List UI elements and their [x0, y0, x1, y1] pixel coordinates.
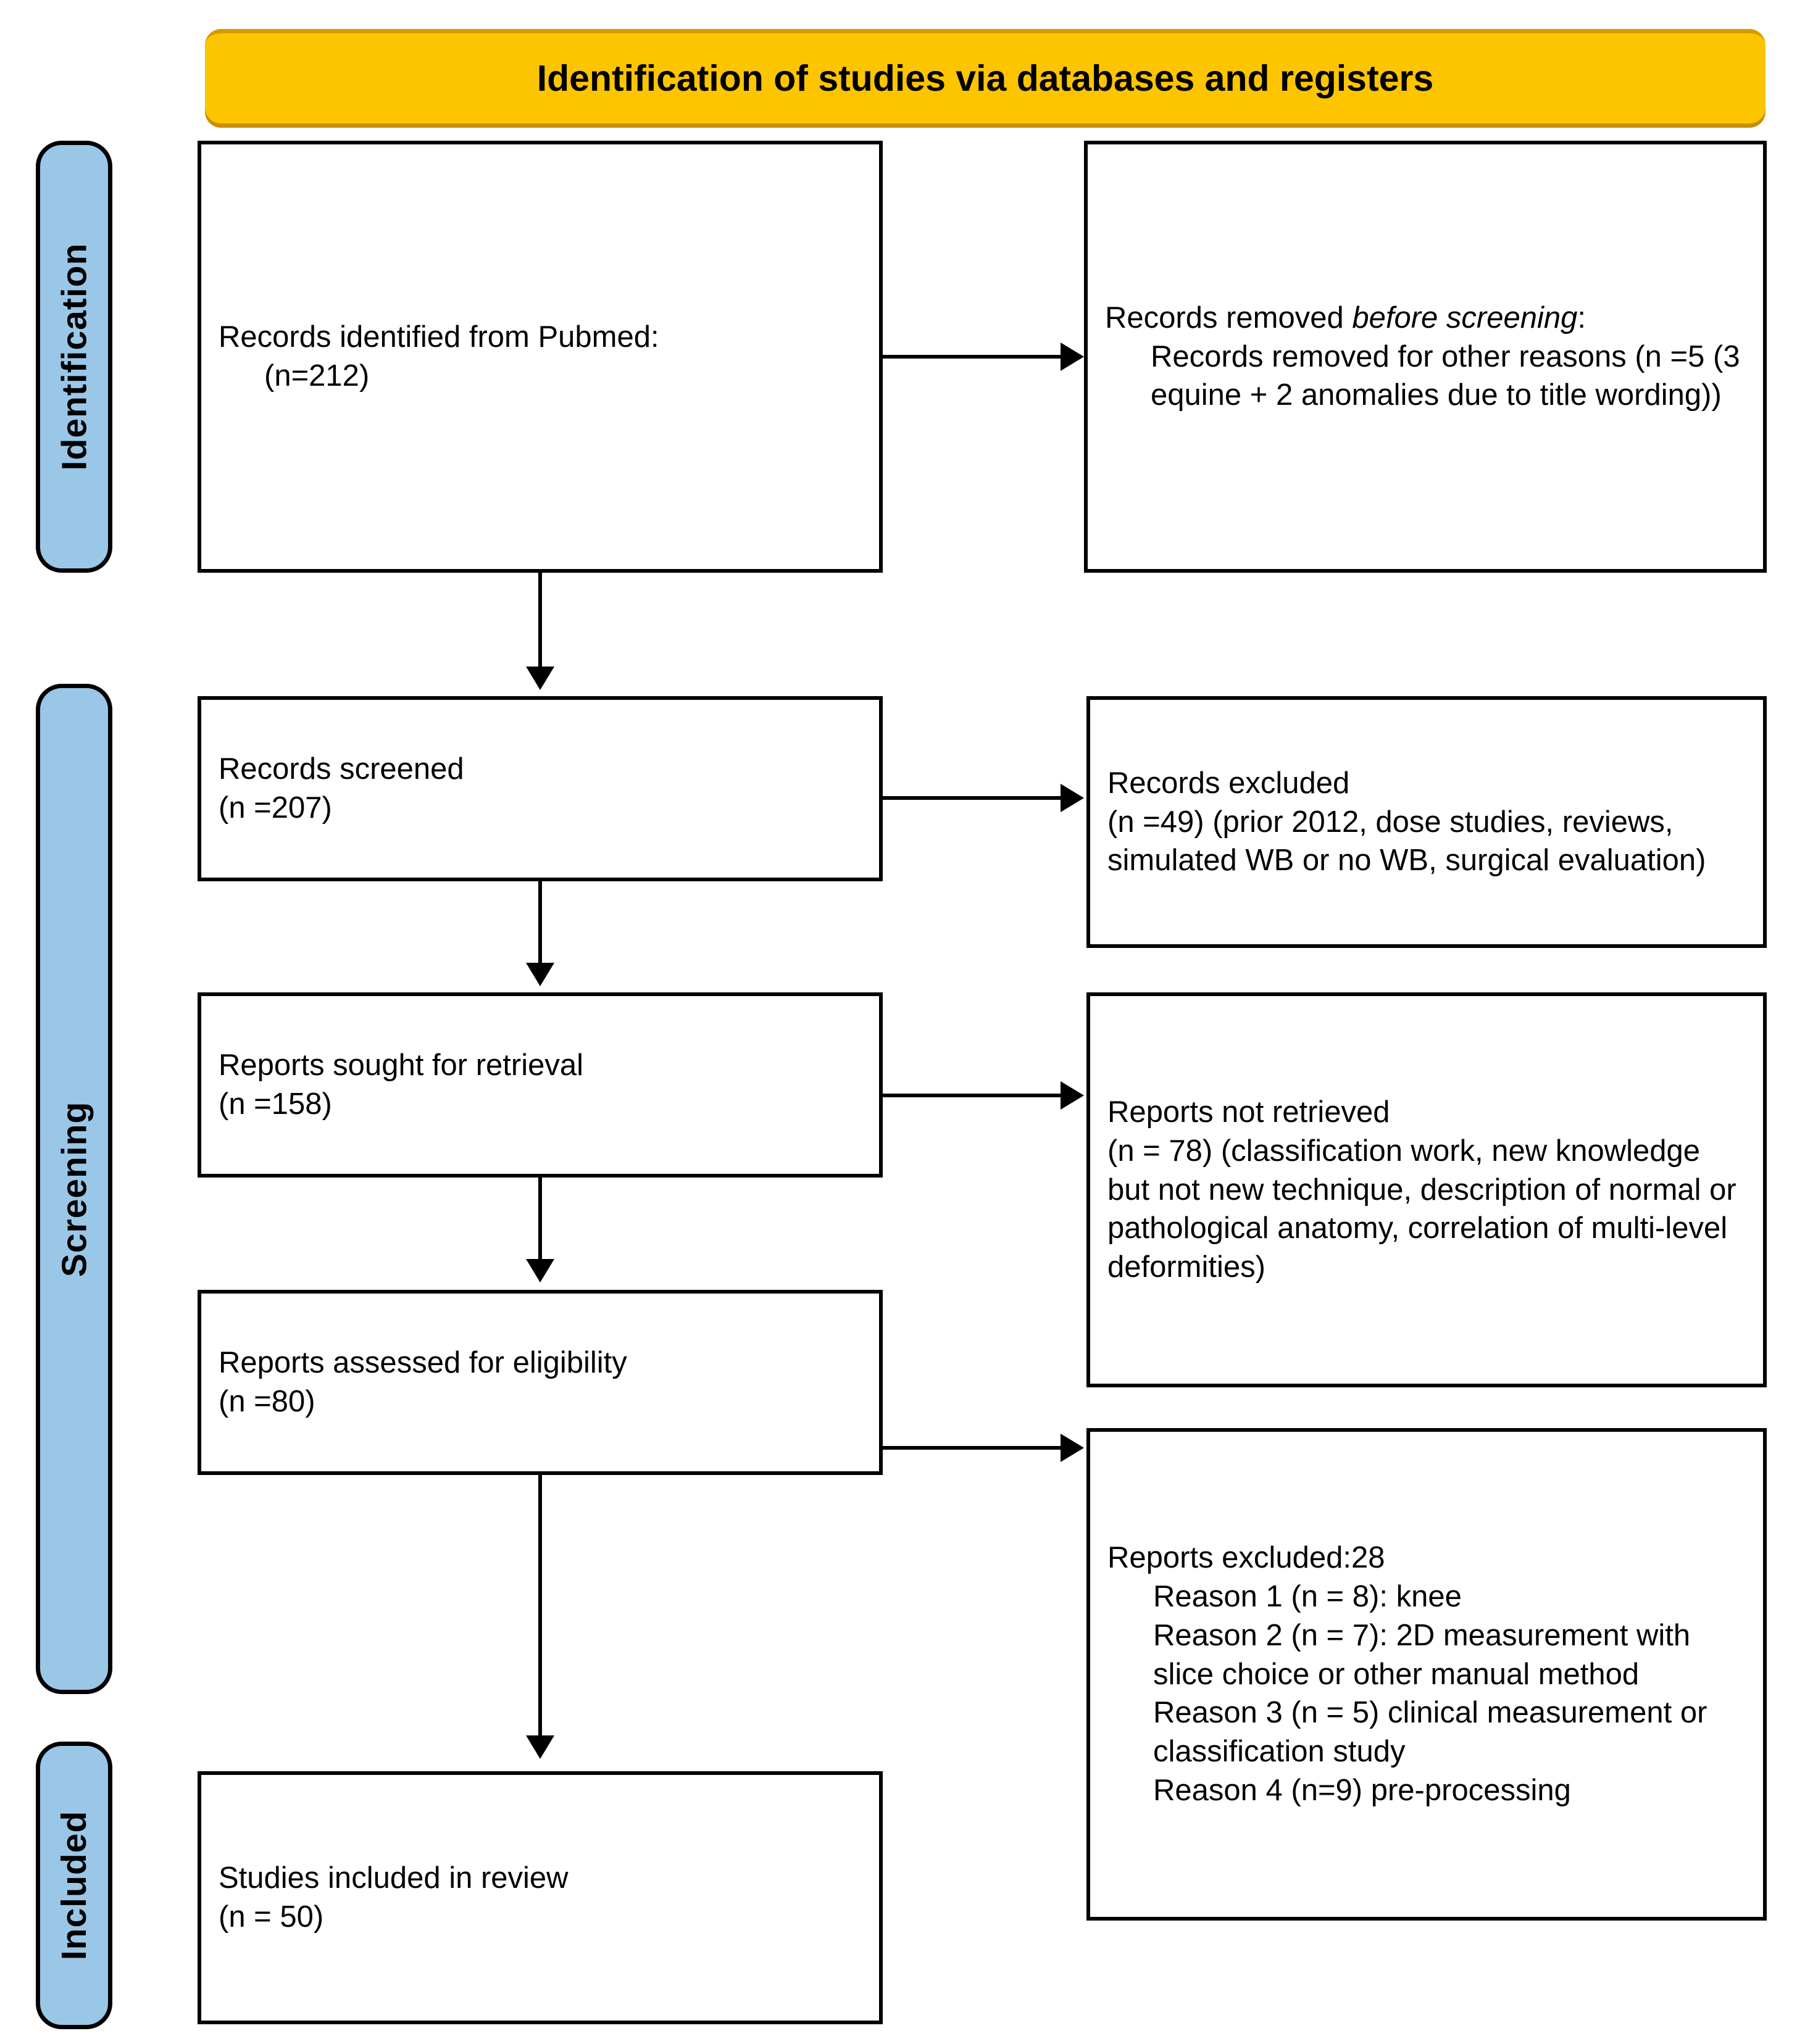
box-records-removed-before-screening: Records removed before screening: Record… — [1084, 141, 1767, 573]
diagram-banner: Identification of studies via databases … — [205, 29, 1765, 123]
reports-not-retrieved-line1: Reports not retrieved — [1107, 1095, 1390, 1129]
connector-sought-to-notretrieved — [883, 1094, 1064, 1097]
box-reports-excluded: Reports excluded:28 Reason 1 (n = 8): kn… — [1086, 1428, 1767, 1921]
stage-label-included: Included — [36, 1742, 112, 2029]
box-records-excluded: Records excluded (n =49) (prior 2012, do… — [1086, 696, 1767, 948]
connector-identified-to-removed — [883, 355, 1064, 359]
records-removed-body: Records removed for other reasons (n =5 … — [1151, 339, 1740, 412]
stage-label-identification-text: Identification — [54, 243, 94, 471]
reports-excluded-reason-4: Reason 4 (n=9) pre-processing — [1153, 1773, 1571, 1807]
connector-assessed-to-reportsexcluded — [883, 1446, 1064, 1450]
records-removed-heading-suffix: : — [1577, 301, 1586, 334]
box-reports-assessed: Reports assessed for eligibility (n =80) — [198, 1290, 883, 1475]
records-excluded-line1: Records excluded — [1107, 766, 1350, 800]
connector-assessed-to-included — [538, 1475, 542, 1740]
records-identified-count: (n=212) — [264, 359, 370, 393]
banner-title: Identification of studies via databases … — [536, 57, 1434, 99]
reports-sought-count: (n =158) — [219, 1087, 332, 1121]
stage-label-included-text: Included — [54, 1810, 94, 1961]
connector-sought-to-assessed — [538, 1178, 542, 1264]
arrow-down-icon — [526, 1259, 554, 1282]
box-records-identified: Records identified from Pubmed: (n=212) — [198, 141, 883, 573]
records-removed-heading-italic: before screening — [1352, 301, 1578, 334]
reports-excluded-heading: Reports excluded:28 — [1107, 1541, 1385, 1575]
reports-assessed-line1: Reports assessed for eligibility — [219, 1346, 627, 1380]
records-removed-heading-prefix: Records removed — [1105, 301, 1353, 334]
stage-label-screening-text: Screening — [54, 1101, 94, 1277]
box-reports-not-retrieved: Reports not retrieved (n = 78) (classifi… — [1086, 992, 1767, 1387]
records-identified-line1: Records identified from Pubmed: — [219, 320, 659, 354]
arrow-right-icon — [1061, 343, 1084, 371]
arrow-right-icon — [1061, 1434, 1084, 1462]
reports-excluded-reason-2: Reason 2 (n = 7): 2D measurement with sl… — [1153, 1618, 1691, 1691]
reports-excluded-reason-3: Reason 3 (n = 5) clinical measurement or… — [1153, 1696, 1707, 1769]
connector-screened-to-excluded — [883, 796, 1064, 800]
arrow-down-icon — [526, 667, 554, 690]
records-removed-heading: Records removed before screening: — [1105, 299, 1748, 338]
studies-included-line1: Studies included in review — [219, 1861, 569, 1895]
arrow-down-icon — [526, 963, 554, 986]
records-screened-count: (n =207) — [219, 791, 332, 825]
stage-label-screening: Screening — [36, 684, 112, 1694]
reports-sought-line1: Reports sought for retrieval — [219, 1049, 583, 1082]
connector-identified-to-screened — [538, 573, 542, 671]
arrow-right-icon — [1061, 1081, 1084, 1110]
box-records-screened: Records screened (n =207) — [198, 696, 883, 881]
reports-assessed-count: (n =80) — [219, 1385, 315, 1418]
reports-not-retrieved-detail: (n = 78) (classification work, new knowl… — [1107, 1134, 1736, 1284]
arrow-right-icon — [1061, 784, 1084, 812]
reports-excluded-reason-1: Reason 1 (n = 8): knee — [1153, 1580, 1462, 1614]
box-reports-sought: Reports sought for retrieval (n =158) — [198, 992, 883, 1178]
arrow-down-icon — [526, 1735, 554, 1759]
box-studies-included: Studies included in review (n = 50) — [198, 1771, 883, 2024]
connector-screened-to-sought — [538, 881, 542, 968]
stage-label-identification: Identification — [36, 141, 112, 573]
studies-included-count: (n = 50) — [219, 1900, 324, 1934]
records-screened-line1: Records screened — [219, 752, 464, 786]
records-excluded-detail: (n =49) (prior 2012, dose studies, revie… — [1107, 805, 1706, 878]
